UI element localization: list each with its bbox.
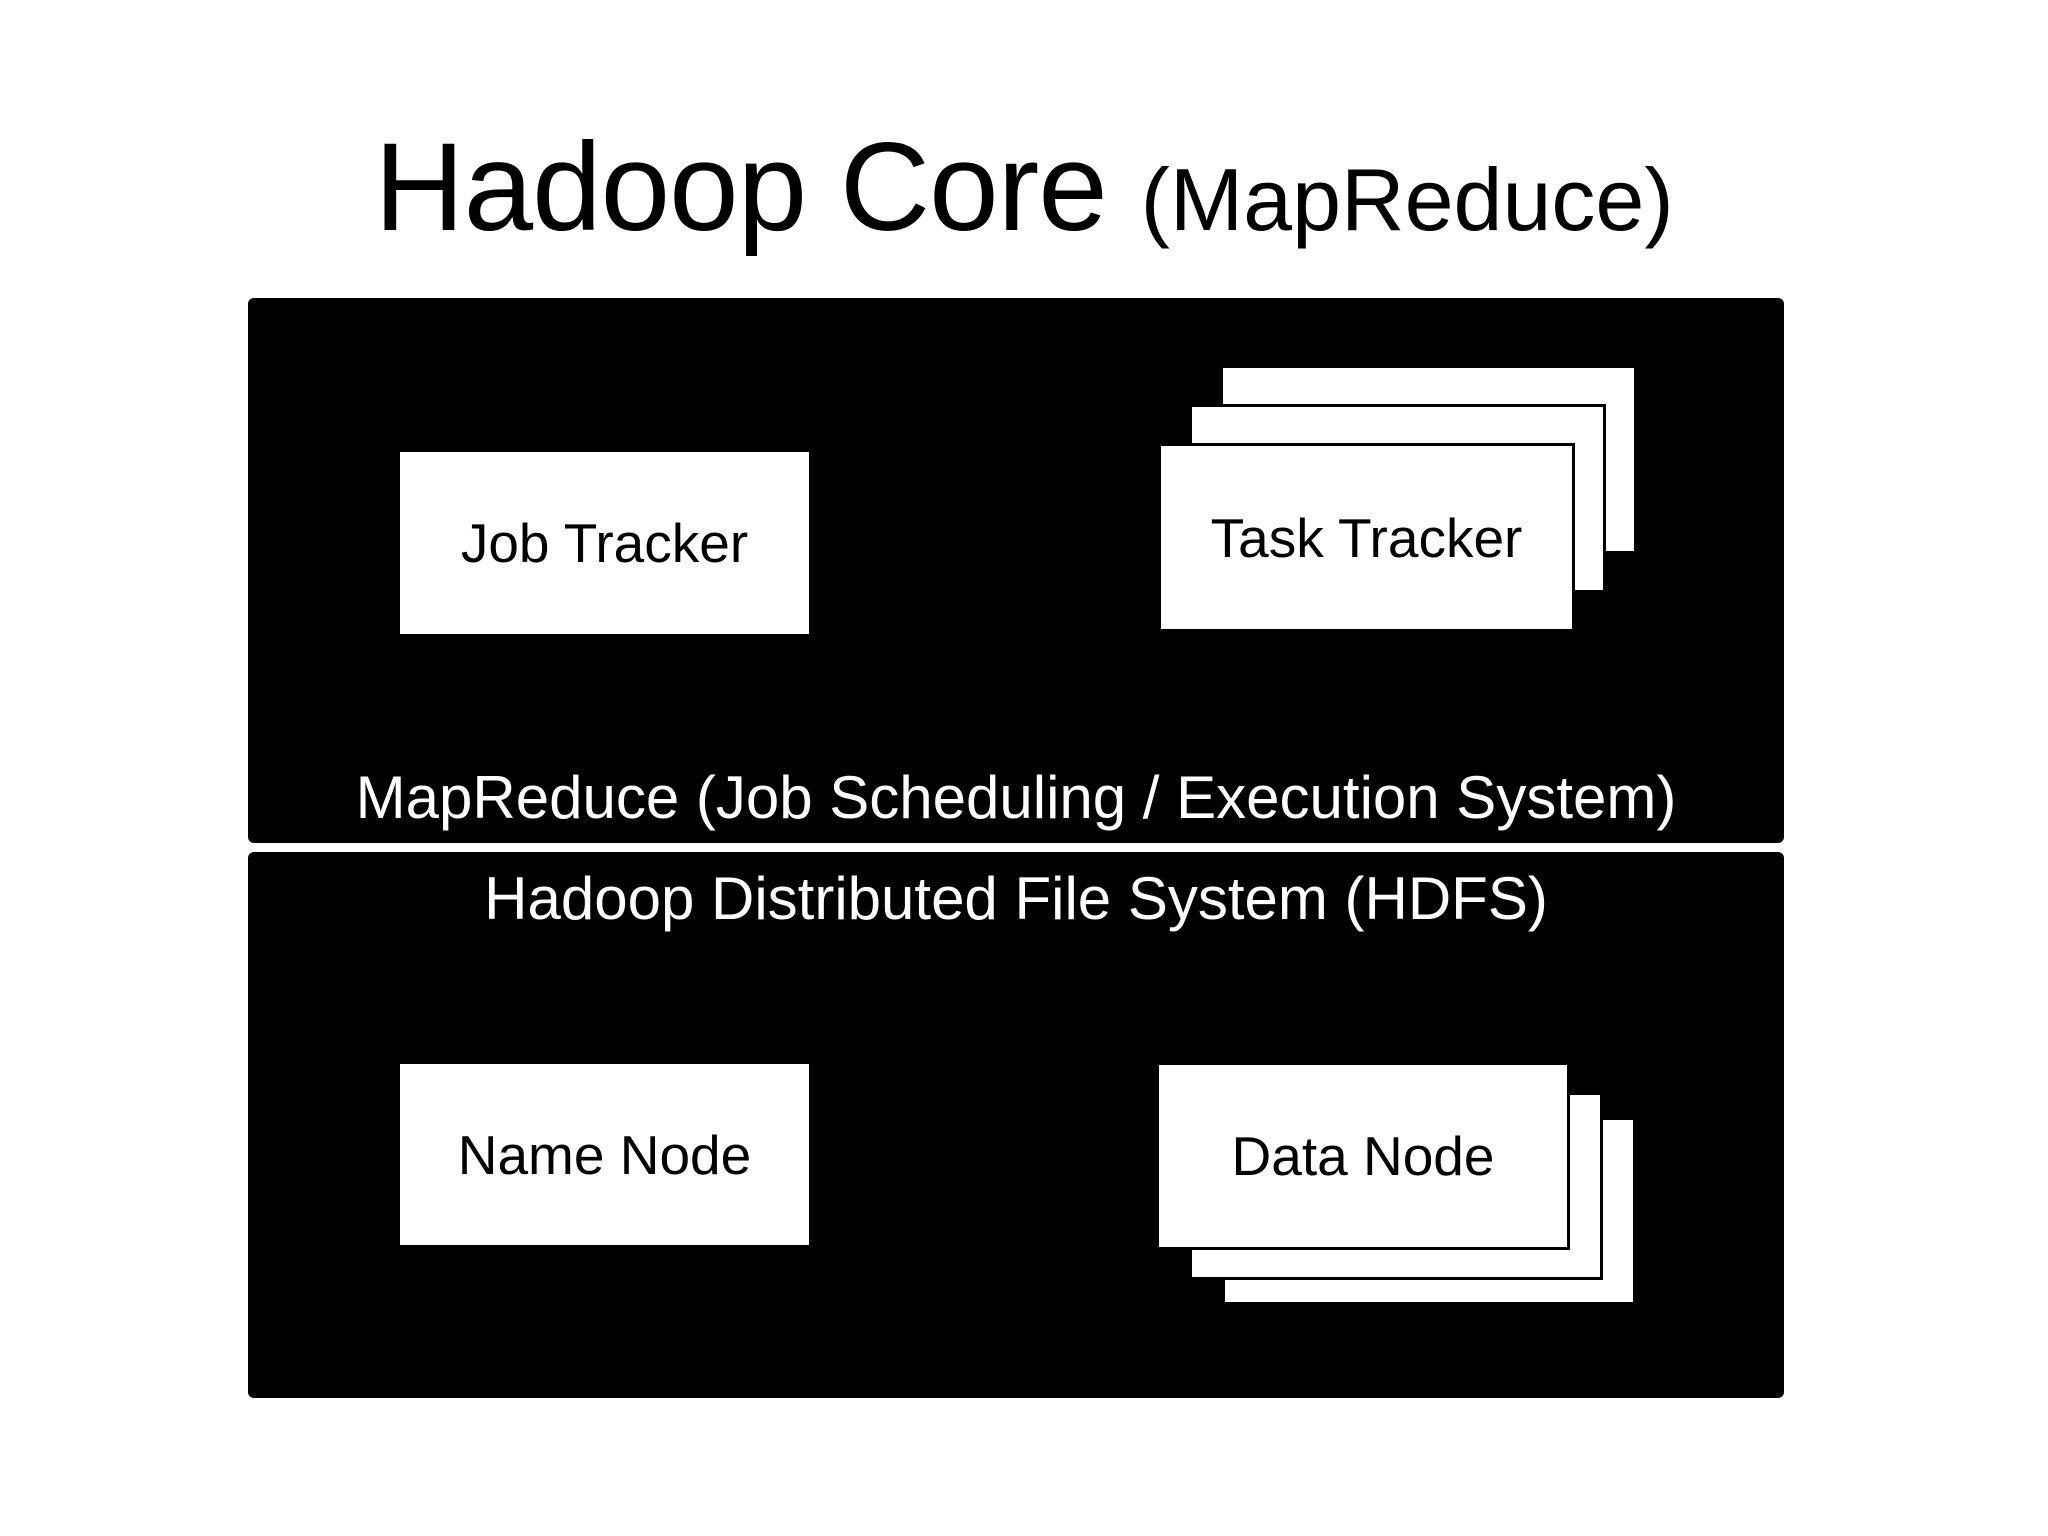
job-tracker-label: Job Tracker bbox=[460, 512, 749, 574]
name-node-node: Name Node bbox=[397, 1061, 812, 1248]
mapreduce-layer-label: MapReduce (Job Scheduling / Execution Sy… bbox=[355, 764, 1677, 831]
data-node-label: Data Node bbox=[1231, 1125, 1495, 1187]
task-tracker-node: Task Tracker bbox=[1158, 443, 1575, 632]
name-node-label: Name Node bbox=[457, 1123, 752, 1186]
diagram-title-paren: (MapReduce) bbox=[1140, 150, 1674, 249]
data-node-stack: Data Node bbox=[1156, 1062, 1636, 1306]
mapreduce-layer-box: Job Tracker Task Tracker MapReduce (Job … bbox=[248, 298, 1784, 843]
diagram-title-main: Hadoop Core bbox=[374, 118, 1108, 257]
hdfs-layer-box: Hadoop Distributed File System (HDFS) Na… bbox=[248, 852, 1784, 1398]
job-tracker-node: Job Tracker bbox=[397, 449, 812, 637]
task-tracker-label: Task Tracker bbox=[1210, 506, 1523, 569]
diagram-title: Hadoop Core (MapReduce) bbox=[16, 116, 2032, 260]
task-tracker-stack: Task Tracker bbox=[1158, 365, 1637, 632]
data-node-node: Data Node bbox=[1156, 1062, 1570, 1250]
hdfs-layer-label: Hadoop Distributed File System (HDFS) bbox=[484, 865, 1548, 932]
